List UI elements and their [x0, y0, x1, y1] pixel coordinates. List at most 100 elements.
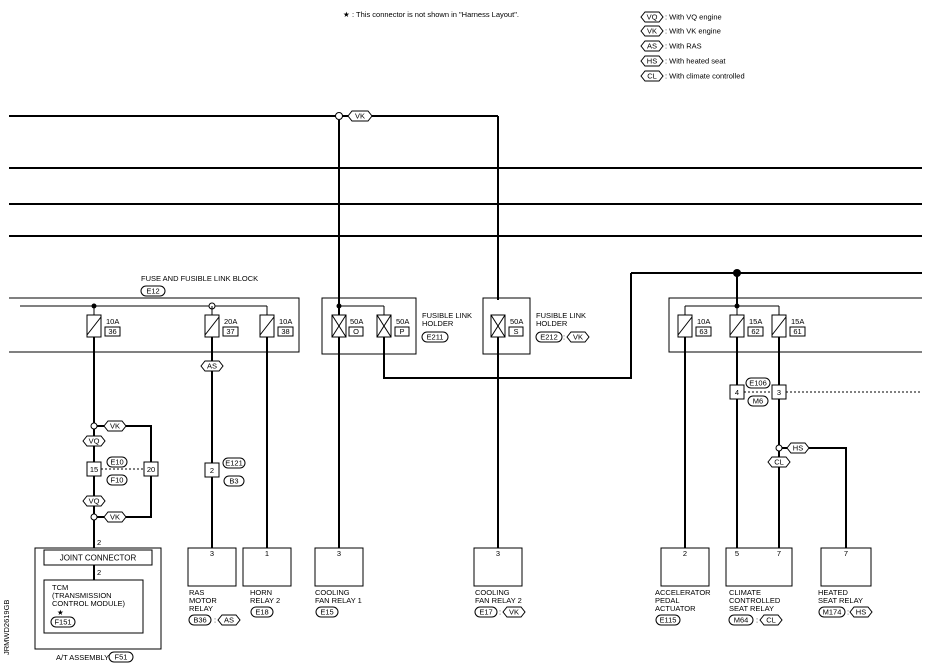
svg-text:62: 62 — [751, 327, 759, 336]
svg-text:B36: B36 — [193, 616, 206, 625]
svg-text:O: O — [353, 327, 359, 336]
star-symbol: ★ — [343, 10, 350, 19]
svg-text:VK: VK — [573, 333, 583, 342]
svg-text:RAS: RAS — [189, 588, 204, 597]
svg-text:10A: 10A — [106, 317, 119, 326]
svg-text:50A: 50A — [350, 317, 363, 326]
svg-text:50A: 50A — [396, 317, 409, 326]
svg-text:CL: CL — [766, 616, 776, 625]
svg-text:36: 36 — [108, 327, 116, 336]
svg-text:HOLDER: HOLDER — [422, 319, 454, 328]
svg-text:10A: 10A — [697, 317, 710, 326]
ras-motor-relay: 3 RAS MOTOR RELAY B36 : AS — [187, 547, 241, 626]
tag-top-vk: VK — [347, 110, 373, 122]
svg-text:E212: E212 — [540, 333, 558, 342]
svg-text:HS: HS — [647, 57, 657, 66]
fusible-link-holder-e212: 50A S FUSIBLE LINK HOLDER E212 : VK — [482, 297, 590, 355]
svg-text:3: 3 — [496, 549, 500, 558]
svg-text:50A: 50A — [510, 317, 523, 326]
accelerator-pedal-actuator: 2 ACCELERATOR PEDAL ACTUATOR E115 — [655, 547, 711, 626]
junction-e121-b3: 2 E121 B3 — [204, 457, 246, 487]
svg-text:M64: M64 — [734, 616, 749, 625]
svg-text:COOLING: COOLING — [315, 588, 350, 597]
tag-vk-2: VK — [103, 511, 127, 523]
svg-text:2: 2 — [97, 568, 101, 577]
svg-text:ACTUATOR: ACTUATOR — [655, 604, 696, 613]
cooling-fan-relay-2: 3 COOLING FAN RELAY 2 E17 : VK — [473, 547, 526, 618]
svg-text:CONTROL MODULE): CONTROL MODULE) — [52, 599, 126, 608]
fuse-38: 10A 38 — [259, 314, 294, 338]
connector-note: ★ : This connector is not shown in "Harn… — [343, 10, 519, 19]
svg-text:E15: E15 — [320, 608, 333, 617]
svg-text:VQ: VQ — [89, 497, 100, 506]
tag-hs: HS — [786, 442, 810, 454]
svg-text:4: 4 — [735, 388, 739, 397]
svg-text:VK: VK — [509, 608, 519, 617]
svg-text:S: S — [513, 327, 518, 336]
svg-text:E106: E106 — [749, 379, 767, 388]
svg-text::: : — [214, 616, 216, 625]
svg-text:7: 7 — [844, 549, 848, 558]
svg-text:A/T ASSEMBLY: A/T ASSEMBLY — [56, 653, 109, 662]
svg-text:VK: VK — [110, 422, 120, 431]
horn-relay-2: 1 HORN RELAY 2 E18 — [242, 547, 292, 618]
svg-text::: : — [563, 333, 565, 342]
svg-text:15: 15 — [90, 465, 98, 474]
svg-text:M174: M174 — [823, 608, 842, 617]
svg-text:FAN RELAY 2: FAN RELAY 2 — [475, 596, 522, 605]
svg-text:E115: E115 — [660, 616, 677, 625]
svg-text:AS: AS — [207, 362, 217, 371]
svg-text:RELAY: RELAY — [189, 604, 213, 613]
fuse-block-title: FUSE AND FUSIBLE LINK BLOCK — [141, 274, 258, 283]
svg-text:E211: E211 — [427, 333, 444, 342]
svg-text:61: 61 — [793, 327, 801, 336]
svg-text:HEATED: HEATED — [818, 588, 848, 597]
svg-text:COOLING: COOLING — [475, 588, 510, 597]
svg-text:E121: E121 — [225, 459, 243, 468]
svg-text:F151: F151 — [54, 618, 71, 627]
svg-text:7: 7 — [777, 549, 781, 558]
svg-text:CONTROLLED: CONTROLLED — [729, 596, 781, 605]
svg-text:HS: HS — [856, 608, 866, 617]
tag-as: AS — [200, 360, 224, 372]
svg-text:3: 3 — [777, 388, 781, 397]
svg-text:E17: E17 — [479, 608, 492, 617]
svg-text:: With VK engine: : With VK engine — [665, 27, 721, 36]
svg-text:VK: VK — [355, 112, 365, 121]
svg-text:15A: 15A — [749, 317, 762, 326]
svg-text:2: 2 — [683, 549, 687, 558]
legend-vk: VK : With VK engine — [640, 25, 721, 37]
svg-text:1: 1 — [265, 549, 269, 558]
svg-text:M6: M6 — [753, 397, 763, 406]
sheet-id: JRMWD2619GB — [2, 600, 11, 655]
svg-text:ACCELERATOR: ACCELERATOR — [655, 588, 711, 597]
svg-text::: : — [756, 616, 758, 625]
connector-note-text: : This connector is not shown in "Harnes… — [352, 10, 519, 19]
fuse-block-right: 10A 63 15A 62 15A 61 — [668, 297, 922, 353]
svg-text:MOTOR: MOTOR — [189, 596, 217, 605]
svg-text:3: 3 — [337, 549, 341, 558]
svg-text:VK: VK — [110, 513, 120, 522]
svg-text:2: 2 — [210, 466, 214, 475]
svg-text:TCM: TCM — [52, 583, 68, 592]
svg-text:20: 20 — [147, 465, 155, 474]
tag-vq-2: VQ — [82, 495, 106, 507]
svg-text:RELAY 2: RELAY 2 — [250, 596, 280, 605]
svg-text:: With VQ engine: : With VQ engine — [665, 13, 722, 22]
svg-text:AS: AS — [647, 42, 657, 51]
heated-seat-relay: 7 HEATED SEAT RELAY M174 : HS — [818, 547, 873, 618]
svg-text:E18: E18 — [255, 608, 268, 617]
climate-controlled-seat-relay: 5 7 CLIMATE CONTROLLED SEAT RELAY M64 : … — [725, 547, 793, 626]
svg-text:20A: 20A — [224, 317, 237, 326]
svg-text:VQ: VQ — [647, 13, 658, 22]
legend: VQ : With VQ engine VK : With VK engine … — [640, 11, 745, 82]
legend-as: AS : With RAS — [640, 40, 702, 52]
svg-text:FAN RELAY 1: FAN RELAY 1 — [315, 596, 362, 605]
svg-text:63: 63 — [699, 327, 707, 336]
at-assembly: 2 JOINT CONNECTOR 2 TCM (TRANSMISSION CO… — [34, 538, 162, 663]
svg-text:FUSIBLE LINK: FUSIBLE LINK — [536, 311, 586, 320]
svg-text:VK: VK — [647, 27, 657, 36]
svg-text:SEAT RELAY: SEAT RELAY — [729, 604, 774, 613]
svg-text:F10: F10 — [111, 476, 124, 485]
cooling-fan-relay-1: 3 COOLING FAN RELAY 1 E15 — [314, 547, 364, 618]
